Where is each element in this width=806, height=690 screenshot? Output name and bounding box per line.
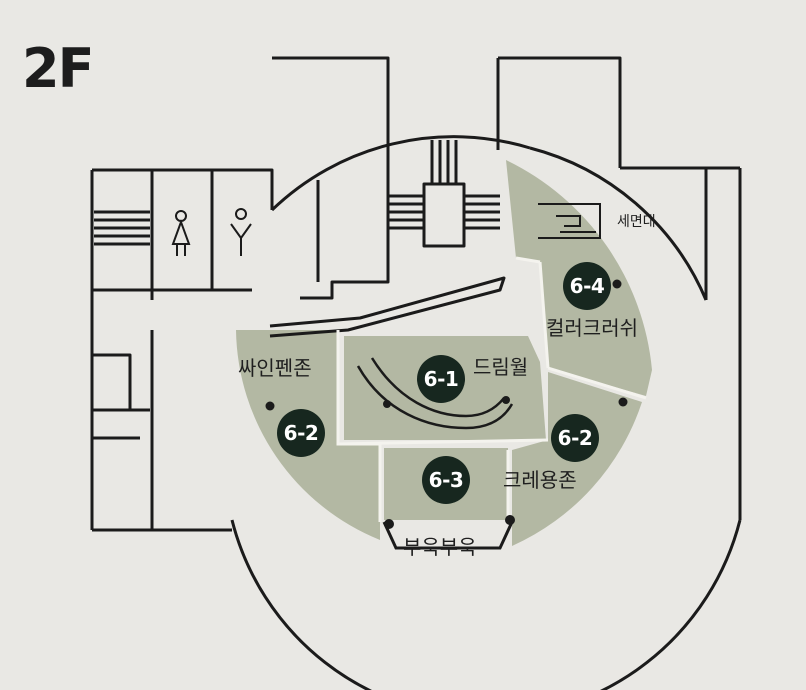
entrance-notch [382,521,514,550]
washbasin-icon [538,203,601,239]
walls [90,56,742,690]
female-restroom-icon [171,210,191,256]
floor-label: 2F [22,37,94,100]
stairs-icon [94,210,150,246]
zone-badge-6-1[interactable]: 6-1 [417,355,465,403]
zone-name-6-2-right: 크레용존 [503,468,577,492]
zone-name-6-2-left: 싸인펜존 [238,356,312,380]
marker-dot-6-2-right [618,397,628,407]
washbasin-label: 세면대 [617,214,656,230]
zone-badge-6-4[interactable]: 6-4 [563,262,611,310]
entrance-dot-left [384,519,394,529]
zone-name-6-1: 드림월 [473,355,529,379]
marker-dot-6-4 [612,279,622,289]
dream-wall-structure [356,357,514,430]
male-restroom-icon [230,208,252,256]
zone-dividers [336,256,647,522]
marker-dot-6-2-left [265,401,275,411]
zone-badge-6-3[interactable]: 6-3 [422,456,470,504]
zone-name-6-4: 컬러크러쉬 [546,316,638,340]
zone-badge-6-2-right[interactable]: 6-2 [551,414,599,462]
zone-name-6-3: 부욱부욱 [403,535,477,559]
zone-badge-6-2-left[interactable]: 6-2 [277,409,325,457]
entrance-dot-right [505,515,515,525]
